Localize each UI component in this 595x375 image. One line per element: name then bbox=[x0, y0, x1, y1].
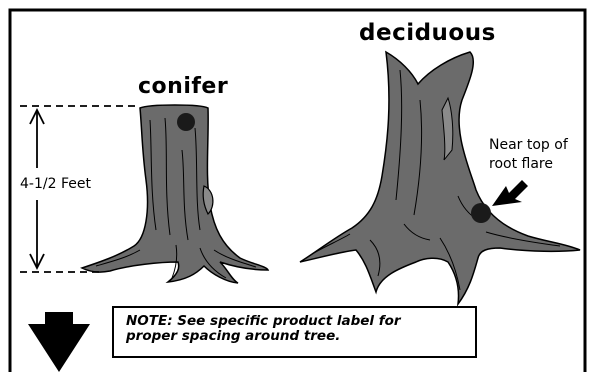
note-line-1: NOTE: See specific product label for bbox=[126, 314, 475, 329]
height-label: 4-1/2 Feet bbox=[20, 176, 91, 192]
marker-dot-icon bbox=[471, 203, 491, 223]
note-line-2: proper spacing around tree. bbox=[126, 329, 475, 344]
root-flare-label: Near top of root flare bbox=[489, 136, 589, 174]
deciduous-trunk bbox=[300, 52, 580, 304]
root-flare-label-line1: Near top of bbox=[489, 136, 589, 155]
down-arrow-icon bbox=[28, 312, 90, 372]
conifer-trunk bbox=[82, 105, 268, 283]
deciduous-label: deciduous bbox=[359, 20, 496, 46]
marker-dot-icon bbox=[177, 113, 195, 131]
conifer-label: conifer bbox=[138, 74, 228, 99]
pointer-arrow-icon bbox=[492, 180, 528, 206]
note-box: NOTE: See specific product label for pro… bbox=[112, 306, 477, 358]
root-flare-label-line2: root flare bbox=[489, 155, 589, 174]
